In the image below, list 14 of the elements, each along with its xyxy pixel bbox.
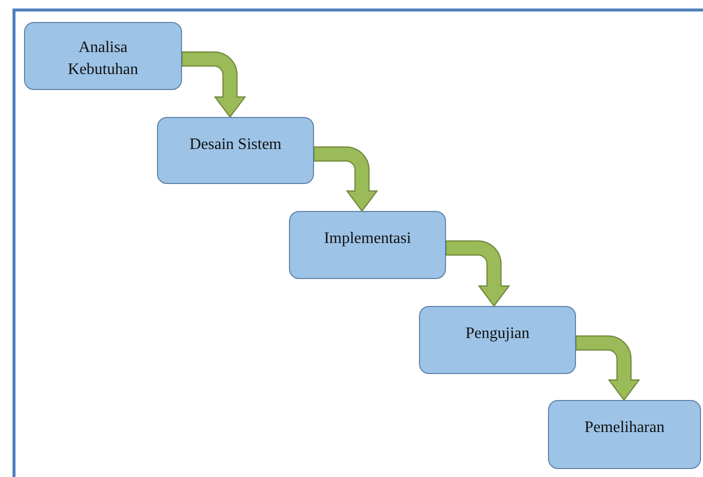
curved-arrow — [445, 240, 510, 307]
step-label: Analisa Kebutuhan — [66, 38, 140, 80]
step-label: Pengujian — [464, 324, 530, 344]
process-box — [419, 306, 576, 374]
curved-arrow — [181, 51, 246, 118]
process-box — [157, 117, 314, 184]
process-box — [548, 400, 701, 469]
process-box — [289, 211, 446, 279]
step-label: Desain Sistem — [188, 135, 282, 155]
step-label: Pemeliharan — [584, 418, 666, 438]
curved-arrow — [575, 335, 640, 401]
curved-arrow — [313, 146, 378, 212]
process-box — [24, 22, 182, 90]
step-label: Implementasi — [322, 229, 412, 249]
